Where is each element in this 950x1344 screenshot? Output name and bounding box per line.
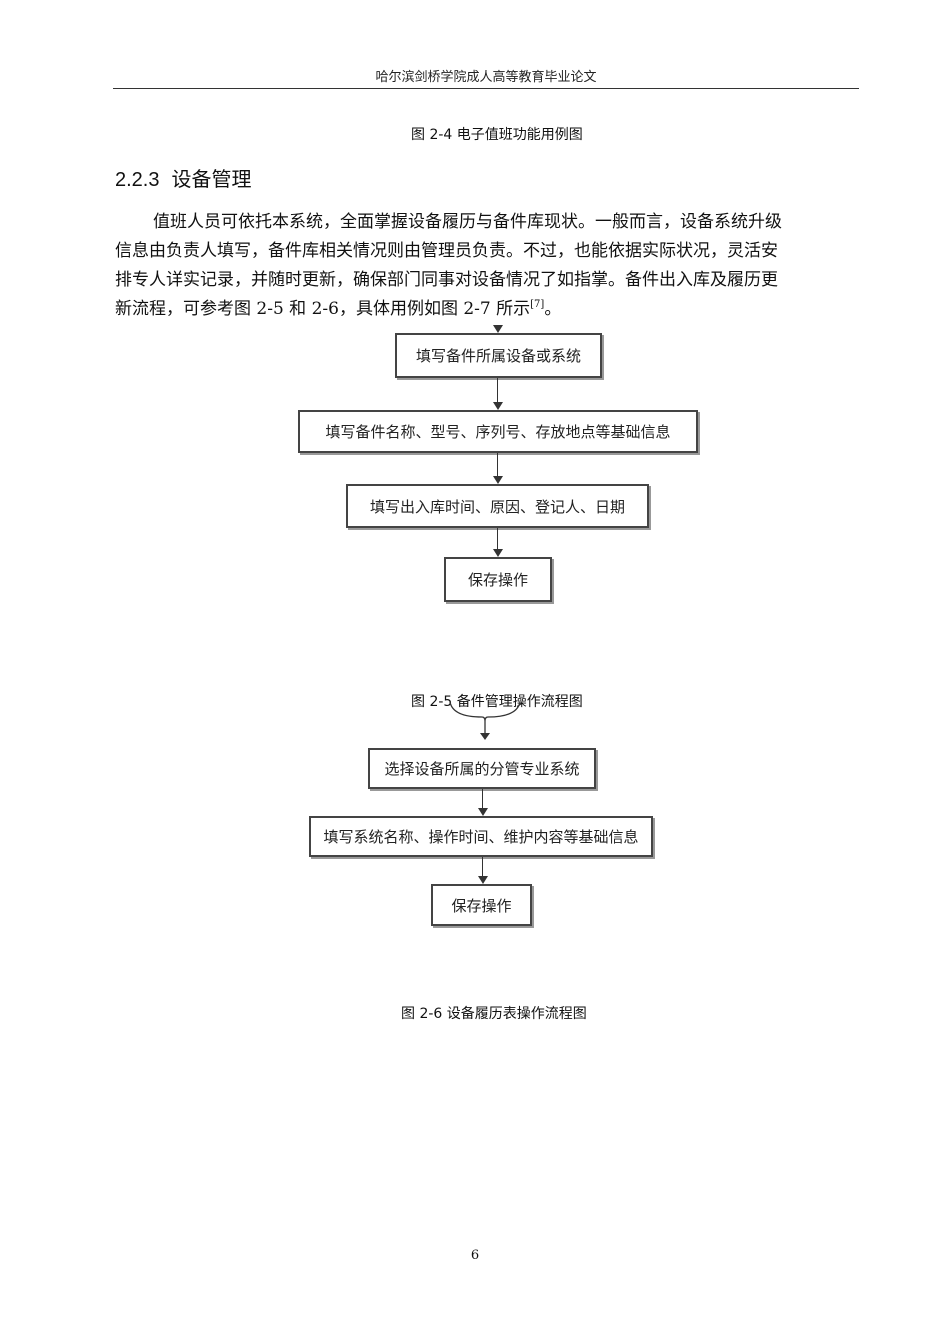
figure-2-5-caption: 图 2-5 备件管理操作流程图 bbox=[411, 694, 583, 710]
flow-connector bbox=[497, 378, 498, 403]
flow-connector bbox=[482, 857, 483, 877]
flow-connector bbox=[482, 789, 483, 809]
paragraph-line-last: 新流程，可参考图 2-5 和 2-6，具体用例如图 2-7 所示[7]。 bbox=[115, 295, 860, 324]
flow-step-save: 保存操作 bbox=[444, 557, 552, 602]
figure-2-6-caption: 图 2-6 设备履历表操作流程图 bbox=[401, 1006, 587, 1022]
flow-step-basic-info: 填写备件名称、型号、序列号、存放地点等基础信息 bbox=[298, 410, 698, 453]
flow-step-select-device: 填写备件所属设备或系统 bbox=[395, 333, 602, 378]
citation-ref: [7] bbox=[530, 299, 545, 310]
flow-step-select-system: 选择设备所属的分管专业系统 bbox=[368, 748, 596, 789]
paragraph-line: 信息由负责人填写，备件库相关情况则由管理员负责。不过，也能依据实际状况，灵活安 bbox=[115, 241, 778, 261]
arrow-head bbox=[493, 476, 503, 484]
section-heading: 2.2.3 设备管理 bbox=[115, 163, 251, 192]
running-header: 哈尔滨剑桥学院成人高等教育毕业论文 bbox=[375, 70, 597, 85]
paragraph-line: 排专人详实记录，并随时更新，确保部门同事对设备情况了如指掌。备件出入库及履历更 bbox=[115, 270, 778, 290]
brace-connector bbox=[449, 701, 521, 740]
arrow-head bbox=[493, 402, 503, 410]
flow-step-maintenance-info: 填写系统名称、操作时间、维护内容等基础信息 bbox=[309, 816, 653, 857]
flow-step-save: 保存操作 bbox=[431, 884, 532, 926]
flow-connector bbox=[497, 453, 498, 477]
arrow-head bbox=[478, 808, 488, 816]
paragraph-line-text: 新流程，可参考图 2-5 和 2-6，具体用例如图 2-7 所示 bbox=[115, 299, 531, 319]
section-number: 2.2.3 bbox=[115, 169, 160, 191]
paragraph-line-end: 。 bbox=[544, 299, 562, 319]
page-number: 6 bbox=[470, 1248, 480, 1263]
arrow-head bbox=[493, 549, 503, 557]
header-rule bbox=[113, 88, 859, 89]
figure-2-4-caption: 图 2-4 电子值班功能用例图 bbox=[411, 127, 583, 143]
arrow-head bbox=[478, 876, 488, 884]
flow-connector bbox=[497, 528, 498, 550]
body-paragraph: 值班人员可依托本系统，全面掌握设备履历与备件库现状。一般而言，设备系统升级 信息… bbox=[115, 208, 860, 324]
section-title: 设备管理 bbox=[171, 167, 252, 191]
entry-arrow-head bbox=[493, 325, 503, 333]
paragraph-line: 值班人员可依托本系统，全面掌握设备履历与备件库现状。一般而言，设备系统升级 bbox=[153, 212, 782, 232]
flow-step-in-out-time: 填写出入库时间、原因、登记人、日期 bbox=[346, 484, 649, 528]
